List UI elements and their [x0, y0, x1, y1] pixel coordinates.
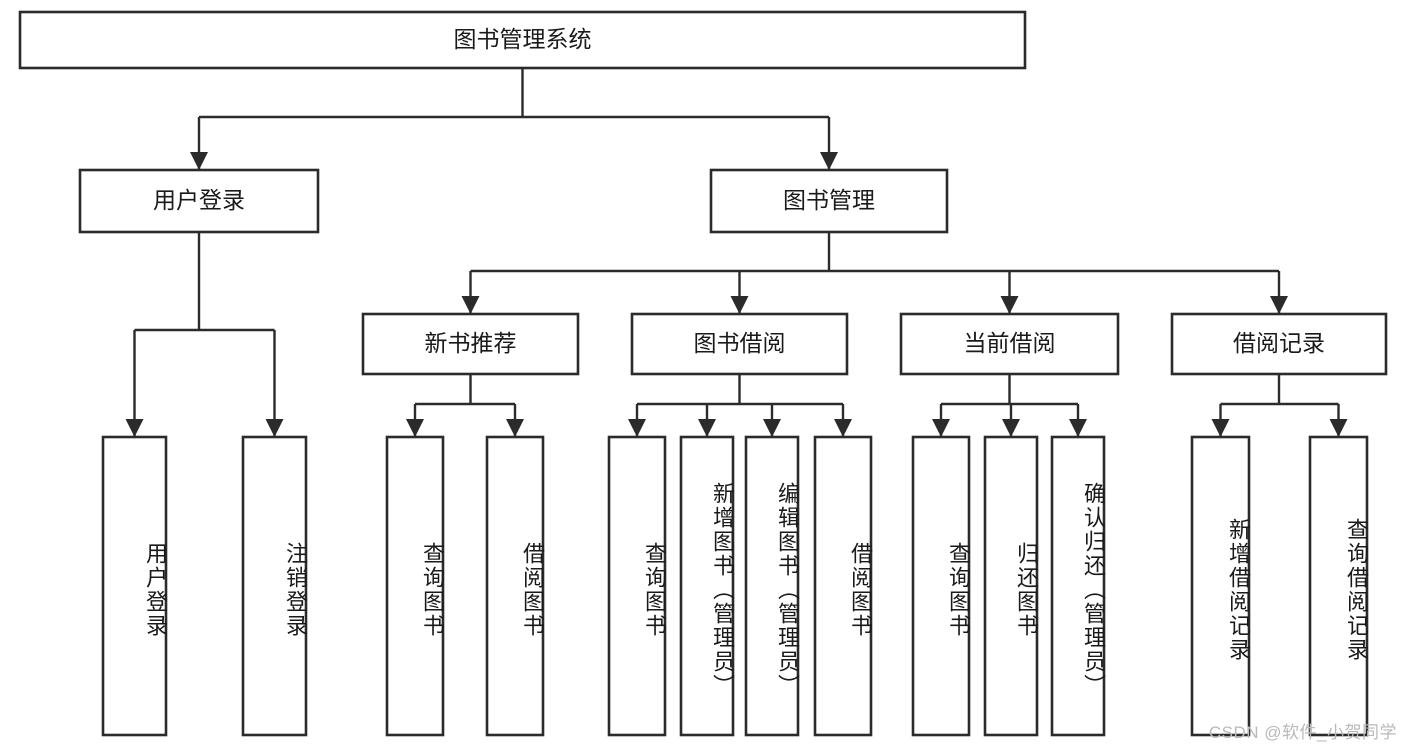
- arrow-head-icon: [1329, 419, 1348, 437]
- node-leaf-add-book[interactable]: [679, 435, 735, 737]
- node-leaf-user-login-rect: [101, 435, 168, 737]
- edge-group-new-book-rec: [406, 374, 524, 437]
- edge-group-user-login: [125, 232, 284, 437]
- arrow-head-icon: [834, 419, 852, 437]
- node-leaf-borrow-book-1-rect: [485, 435, 545, 737]
- node-leaf-query-book-1-rect: [385, 435, 445, 737]
- node-leaf-user-logout[interactable]: [241, 435, 308, 737]
- node-leaf-borrow-book-2-rect: [813, 435, 873, 737]
- node-leaf-borrow-book-2[interactable]: [813, 435, 873, 737]
- arrow-head-icon: [820, 152, 838, 170]
- node-current-borrow[interactable]: 当前借阅: [899, 312, 1120, 376]
- node-leaf-query-book-1[interactable]: [385, 435, 445, 737]
- node-root-system-label: 图书管理系统: [454, 26, 592, 52]
- node-user-login[interactable]: 用户登录: [78, 168, 320, 234]
- node-leaf-user-login[interactable]: [101, 435, 168, 737]
- arrow-head-icon: [1211, 419, 1230, 437]
- node-user-login-rect: [78, 168, 320, 234]
- watermark: CSDN @软件_小贺同学: [1208, 723, 1397, 742]
- arrow-head-icon: [461, 296, 480, 314]
- node-current-borrow-label: 当前借阅: [964, 330, 1056, 356]
- node-leaf-borrow-book-1[interactable]: [485, 435, 545, 737]
- node-leaf-confirm-return-rect: [1050, 435, 1106, 737]
- node-leaf-return-book[interactable]: [983, 435, 1039, 737]
- node-current-borrow-rect: [899, 312, 1120, 376]
- node-new-book-rec[interactable]: 新书推荐: [361, 312, 580, 376]
- arrow-head-icon: [1270, 296, 1288, 314]
- node-leaf-query-book-2[interactable]: [607, 435, 667, 737]
- arrow-head-icon: [265, 419, 284, 437]
- node-leaf-query-book-2-rect: [607, 435, 667, 737]
- arrow-head-icon: [190, 152, 208, 170]
- node-leaf-return-book-rect: [983, 435, 1039, 737]
- node-book-manage-label: 图书管理: [783, 187, 875, 213]
- node-leaf-add-record[interactable]: [1190, 435, 1251, 737]
- node-borrow-record-rect: [1170, 312, 1388, 376]
- arrow-head-icon: [763, 419, 781, 437]
- edge-group-book-borrow: [628, 374, 852, 437]
- edge-group-borrow-record: [1211, 374, 1348, 437]
- node-book-borrow[interactable]: 图书借阅: [630, 312, 849, 376]
- arrow-head-icon: [406, 419, 424, 437]
- edge-group-root: [190, 68, 838, 170]
- node-book-borrow-label: 图书借阅: [694, 330, 786, 356]
- node-leaf-edit-book-rect: [744, 435, 800, 737]
- edge-group-current-borrow: [932, 374, 1087, 437]
- node-leaf-edit-book[interactable]: [744, 435, 800, 737]
- arrow-head-icon: [1002, 419, 1020, 437]
- arrow-head-icon: [506, 419, 524, 437]
- node-leaf-query-record[interactable]: [1308, 435, 1369, 737]
- arrow-head-icon: [125, 419, 144, 437]
- arrow-head-icon: [730, 296, 749, 314]
- arrow-head-icon: [1069, 419, 1087, 437]
- node-book-manage-rect: [709, 168, 949, 234]
- node-leaf-confirm-return[interactable]: [1050, 435, 1106, 737]
- arrow-head-icon: [698, 419, 716, 437]
- arrow-head-icon: [628, 419, 646, 437]
- node-root-system[interactable]: 图书管理系统: [18, 10, 1027, 70]
- arrow-head-icon: [932, 419, 950, 437]
- node-book-manage[interactable]: 图书管理: [709, 168, 949, 234]
- arrow-head-icon: [1000, 296, 1019, 314]
- edge-group-book-manage: [461, 232, 1288, 314]
- node-leaf-user-logout-rect: [241, 435, 308, 737]
- node-leaf-add-book-rect: [679, 435, 735, 737]
- node-leaf-add-record-rect: [1190, 435, 1251, 737]
- node-leaf-query-book-3[interactable]: [911, 435, 971, 737]
- node-new-book-rec-rect: [361, 312, 580, 376]
- node-leaf-query-record-rect: [1308, 435, 1369, 737]
- node-leaf-query-book-3-rect: [911, 435, 971, 737]
- node-user-login-label: 用户登录: [153, 187, 245, 213]
- node-root-system-rect: [18, 10, 1027, 70]
- node-book-borrow-rect: [630, 312, 849, 376]
- node-borrow-record[interactable]: 借阅记录: [1170, 312, 1388, 376]
- node-new-book-rec-label: 新书推荐: [425, 330, 517, 356]
- edges-layer: [125, 68, 1348, 437]
- node-borrow-record-label: 借阅记录: [1233, 330, 1325, 356]
